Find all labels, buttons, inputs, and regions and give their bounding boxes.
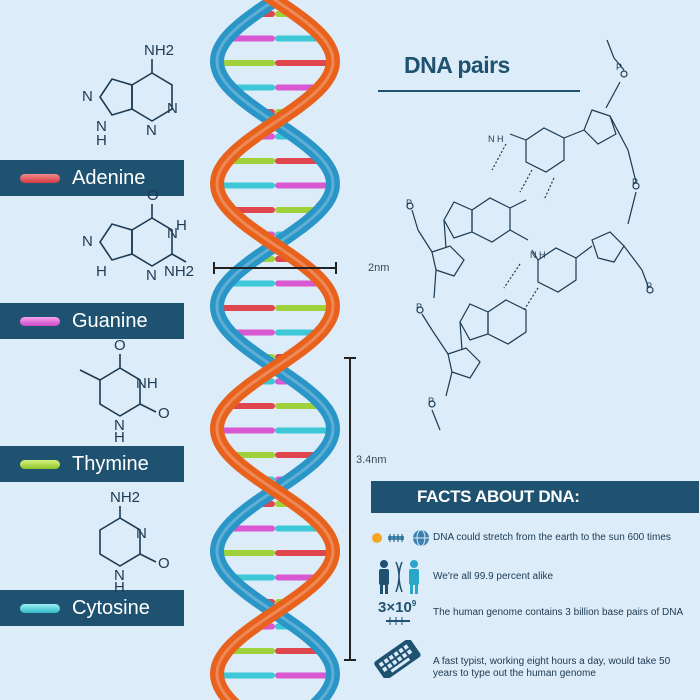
base-pair-rung-right	[275, 672, 333, 679]
fact-4: A fast typist, working eight hours a day…	[433, 656, 671, 679]
base-pair-rung-right	[275, 305, 333, 311]
cytosine-color-pill	[20, 603, 60, 613]
svg-text:NH2: NH2	[164, 263, 194, 280]
svg-text:H: H	[96, 263, 107, 280]
svg-text:N: N	[167, 100, 178, 117]
base-pair-rung-left	[217, 305, 275, 311]
base-pair-rung-right	[275, 35, 324, 42]
svg-text:NH2: NH2	[110, 489, 140, 506]
base-label-guanine: Guanine	[0, 303, 184, 339]
three-billion-icon: 3×109	[378, 599, 430, 629]
svg-text:P: P	[632, 177, 638, 187]
guanine-structure: O N N N H H NH2	[82, 187, 194, 284]
title-underline	[378, 90, 580, 92]
base-pair-rung-right	[275, 525, 324, 532]
svg-text:H: H	[96, 132, 107, 149]
three-billion-icon-text: 3×10	[378, 599, 412, 616]
keyboard-icon	[374, 640, 421, 678]
three-billion-icon-exponent: 9	[411, 599, 417, 608]
dna-pairs-structure: P P P P P P N H N H	[406, 39, 654, 431]
svg-text:O: O	[158, 405, 170, 422]
base-pair-rung-right	[275, 403, 324, 409]
svg-text:N: N	[146, 267, 157, 284]
svg-text:P: P	[428, 396, 434, 406]
base-label-thymine: Thymine	[0, 446, 184, 482]
base-pair-rung-left	[217, 672, 275, 679]
base-pair-rung-left	[217, 60, 275, 66]
svg-text:NH: NH	[136, 375, 158, 392]
orange-strand	[209, 0, 341, 700]
thymine-label: Thymine	[72, 452, 149, 475]
base-pair-rung-left	[226, 158, 275, 164]
svg-text:P: P	[416, 302, 422, 312]
svg-text:N: N	[114, 567, 125, 584]
adenine-label: Adenine	[72, 166, 146, 189]
svg-text:N: N	[96, 118, 107, 135]
svg-text:O: O	[147, 187, 159, 204]
svg-text:O: O	[158, 555, 170, 572]
svg-text:H: H	[176, 217, 187, 234]
cytosine-structure: NH2 N N H O	[99, 489, 170, 596]
facts-header: FACTS ABOUT DNA:	[371, 481, 699, 513]
svg-text:N: N	[136, 525, 147, 542]
adenine-structure: NH2 N N N N H	[82, 42, 178, 149]
svg-text:P: P	[646, 281, 652, 291]
svg-text:P: P	[616, 62, 622, 72]
blue-strand	[209, 0, 341, 700]
svg-text:N: N	[167, 225, 178, 242]
svg-text:O: O	[114, 337, 126, 354]
base-pair-rung-left	[217, 550, 275, 556]
svg-text:N: N	[114, 417, 125, 434]
cytosine-label: Cytosine	[72, 596, 150, 619]
blue-strand-highlight	[215, 0, 335, 700]
svg-text:H: H	[114, 429, 125, 446]
dna-helix	[209, 0, 341, 700]
base-pair-rung-right	[275, 427, 333, 434]
base-pair-rung-right	[275, 280, 324, 287]
orange-strand-highlight	[215, 0, 335, 700]
thymine-structure: O NH N H O	[79, 337, 170, 446]
pitch-label: 3.4nm	[356, 454, 387, 466]
base-pair-rung-left	[226, 35, 275, 42]
width-measure	[213, 262, 337, 274]
base-pair-rung-left	[226, 280, 275, 287]
fact-1: DNA could stretch from the earth to the …	[433, 532, 671, 543]
fact-2: We're all 99.9 percent alike	[433, 571, 554, 582]
svg-text:P: P	[406, 198, 412, 208]
base-label-cytosine: Cytosine	[0, 590, 184, 626]
base-pair-rung-left	[226, 648, 275, 654]
svg-text:N: N	[146, 122, 157, 139]
fact-3: The human genome contains 3 billion base…	[433, 607, 684, 618]
base-pair-rung-right	[275, 648, 324, 654]
base-pair-rung-left	[217, 182, 275, 189]
pitch-measure	[344, 357, 356, 661]
base-pair-rung-right	[275, 158, 324, 164]
svg-text:N: N	[82, 88, 93, 105]
base-pair-rung-left	[226, 525, 275, 532]
base-pair-rung-right	[275, 550, 333, 556]
guanine-color-pill	[20, 316, 60, 326]
adenine-amine: NH2	[144, 42, 174, 59]
svg-text:N H: N H	[530, 250, 546, 260]
base-pair-rung-left	[226, 403, 275, 409]
width-label: 2nm	[368, 262, 390, 274]
base-label-adenine: Adenine	[0, 160, 184, 196]
base-pair-rung-right	[275, 60, 333, 66]
svg-text:H: H	[114, 579, 125, 596]
base-pair-rung-left	[217, 427, 275, 434]
page-title: DNA pairs	[404, 52, 510, 78]
thymine-color-pill	[20, 459, 60, 469]
svg-text:N H: N H	[488, 134, 504, 144]
guanine-label: Guanine	[72, 309, 148, 332]
adenine-color-pill	[20, 173, 60, 183]
people-icon	[379, 560, 419, 594]
svg-text:N: N	[82, 233, 93, 250]
base-pair-rung-right	[275, 182, 333, 189]
earth-sun-icon	[372, 529, 429, 547]
